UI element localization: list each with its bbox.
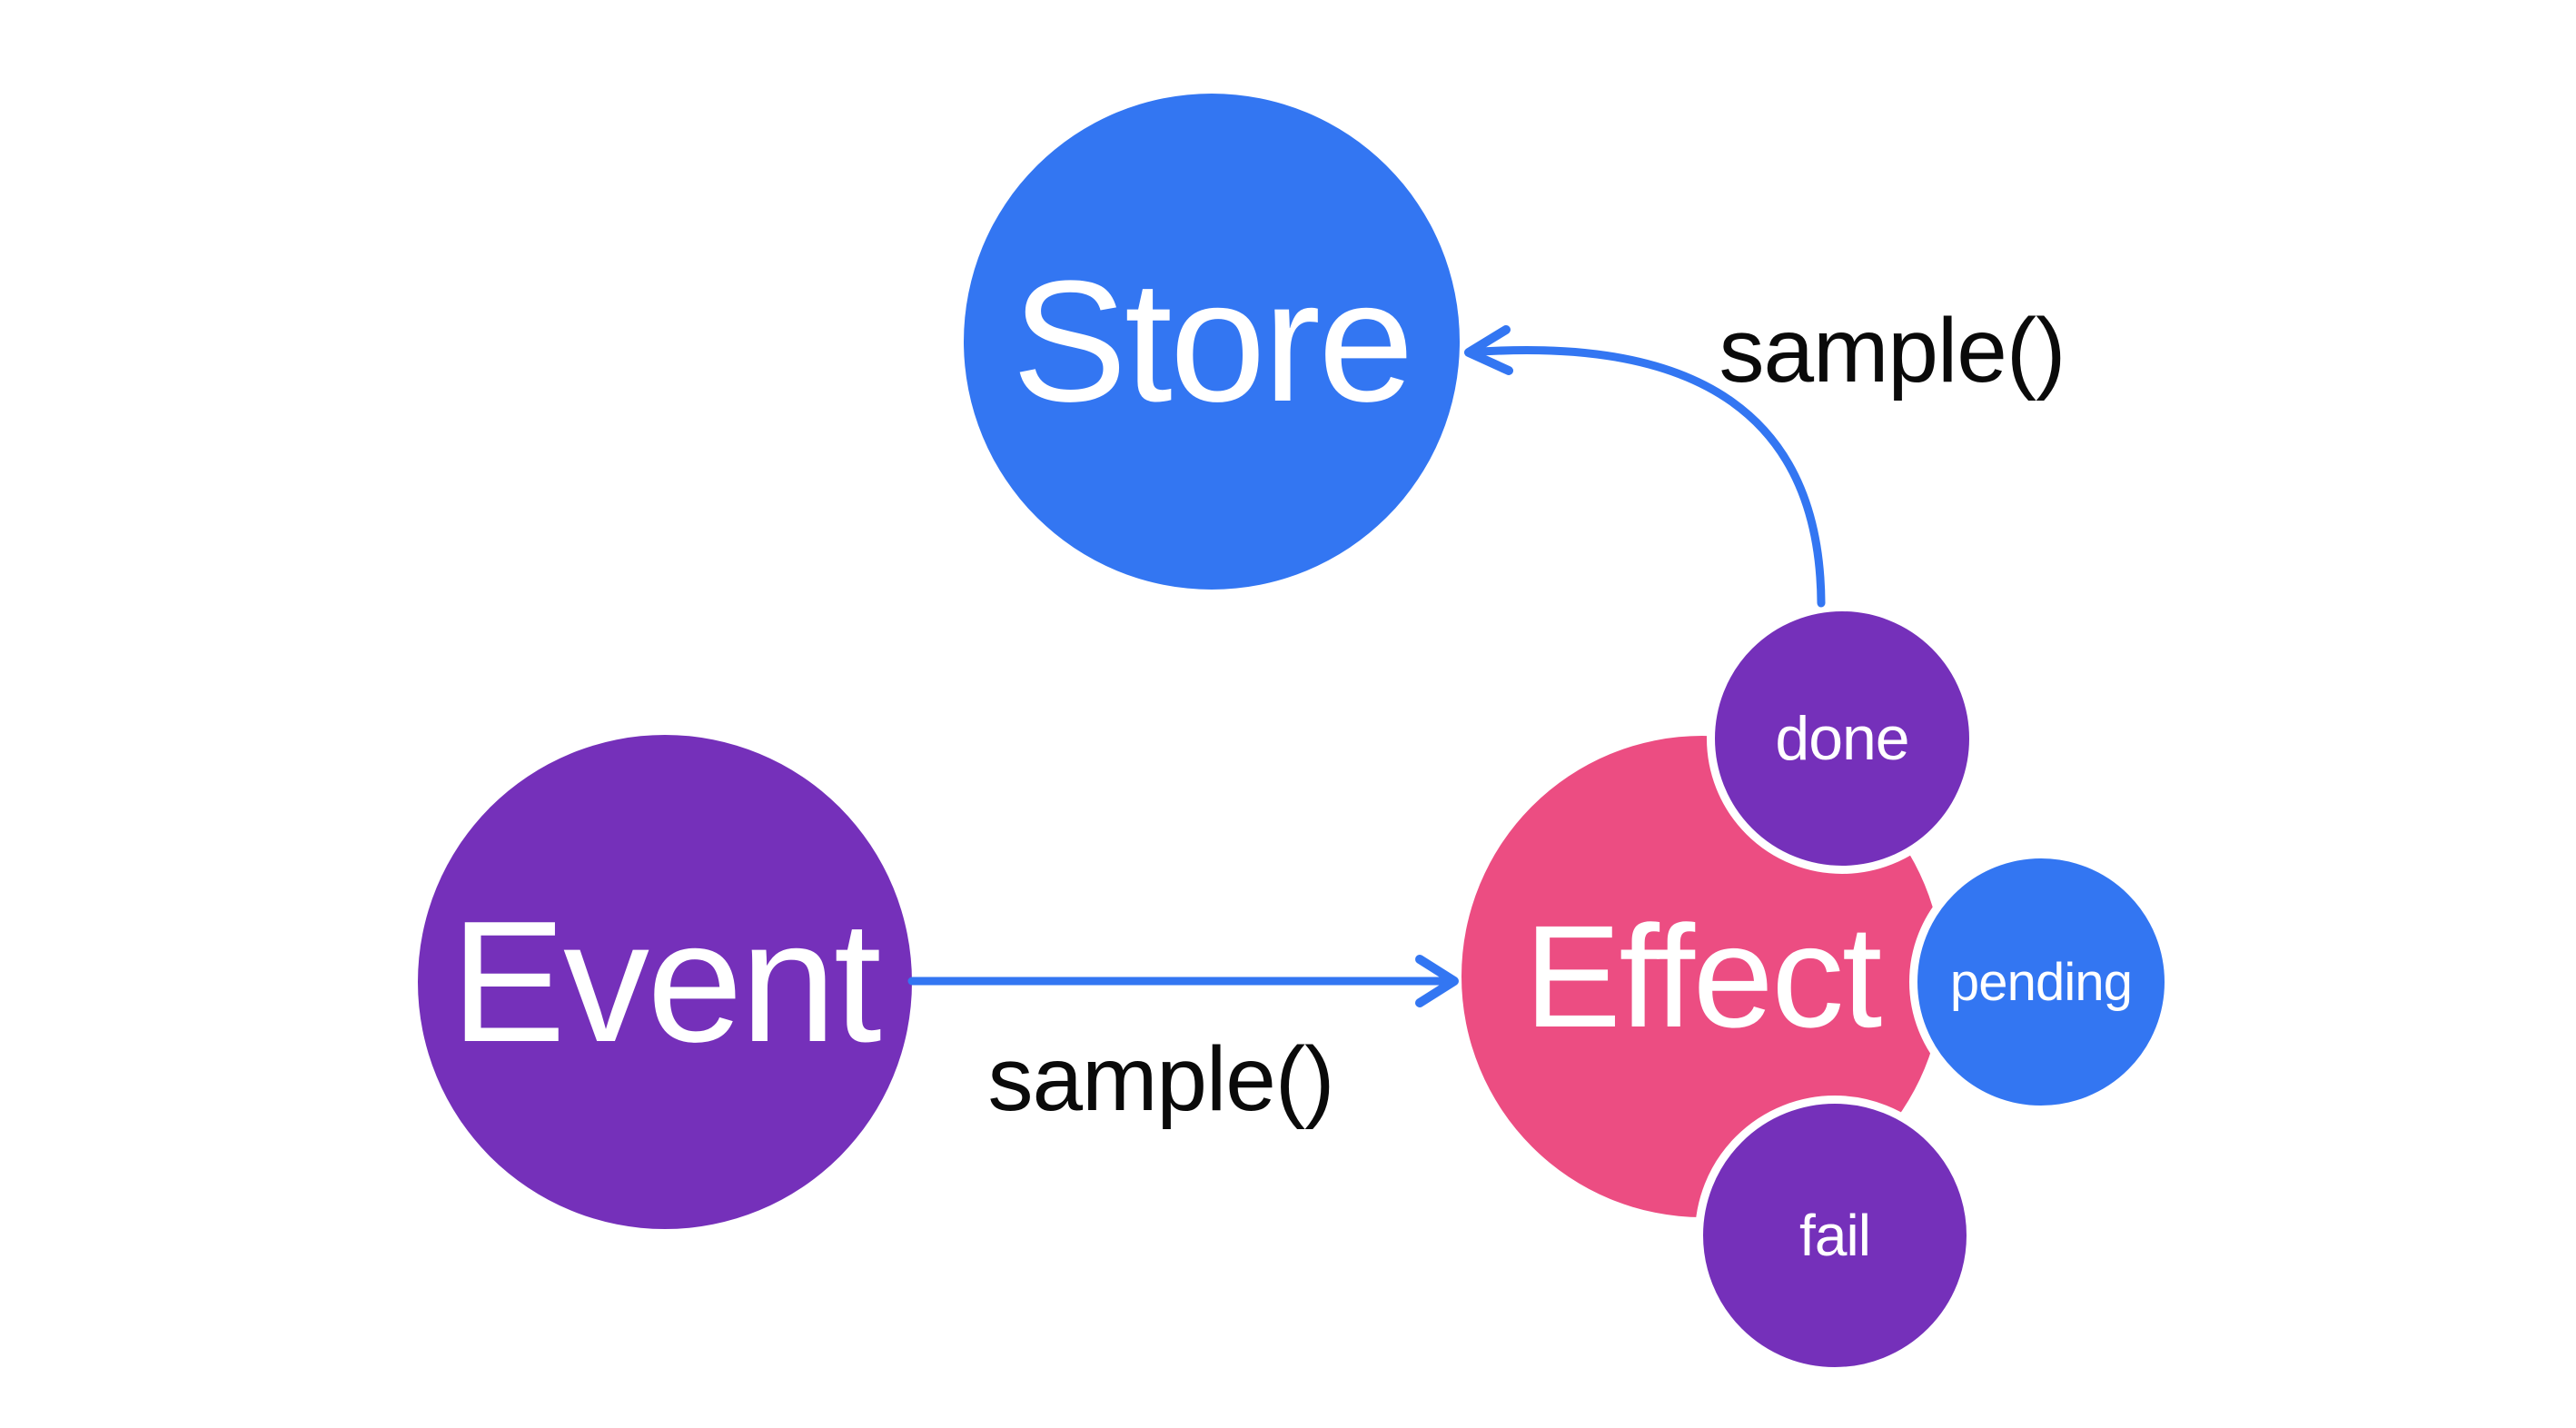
fail-node: fail [1695,1096,1975,1375]
fail-node-label: fail [1799,1203,1871,1268]
sample-label-done-store: sample() [1719,300,2066,402]
sample-label-event-effect: sample() [987,1028,1335,1130]
event-to-effect-arrow [907,955,1459,1007]
pending-node-label: pending [1949,952,2133,1012]
effect-node-label: Effect [1524,895,1882,1057]
done-to-store-arrow-head [1464,325,1513,375]
event-node: Event [418,735,912,1229]
store-node-label: Store [1012,245,1414,438]
pending-node: pending [1909,850,2173,1114]
event-to-effect-arrow-head [1415,955,1459,1007]
store-node: Store [964,94,1460,590]
done-node: done [1707,603,1977,874]
event-node-label: Event [451,886,881,1078]
done-node-label: done [1775,704,1909,773]
